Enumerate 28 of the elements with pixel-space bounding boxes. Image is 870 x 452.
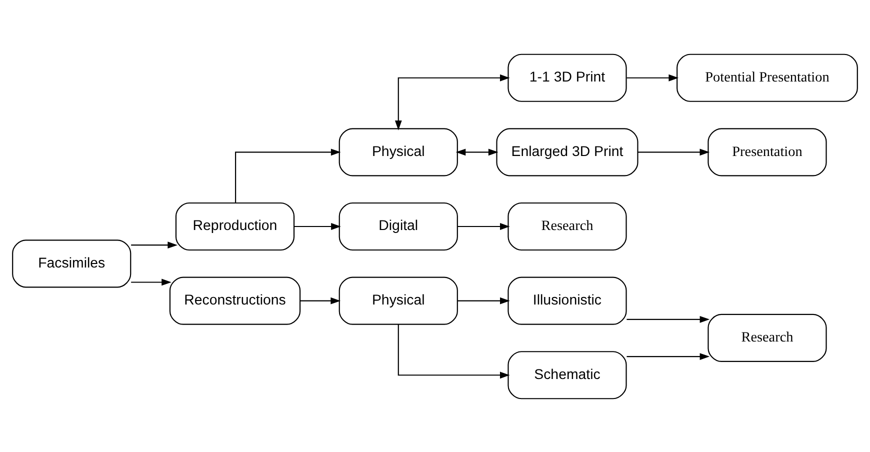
node-box: Digital [338,202,458,250]
arrow [457,296,510,304]
arrow [638,148,710,156]
node-box: Schematic [508,350,627,399]
node-box: 1-1 3D Print [508,53,627,102]
node-box: Reconstructions [169,276,301,324]
arrow [235,148,341,202]
arrow [456,148,498,156]
arrow [398,324,510,378]
node-box: Illusionistic [508,276,627,324]
node-box: Physical [338,128,458,176]
arrow [626,352,710,360]
node-box: Presentation [708,128,827,176]
arrow [294,222,341,230]
node-box: Research [508,202,627,250]
arrow [626,74,679,81]
arrow [457,222,510,230]
node-box: Research [708,313,827,362]
arrow [131,278,172,286]
node-box: Potential Presentation [676,53,858,102]
node-box: Facsimiles [12,239,132,288]
node-box: Enlarged 3D Print [496,128,638,176]
node-box: Physical [338,276,458,324]
arrow [626,315,710,322]
node-box: Reproduction [175,202,295,250]
arrow [394,74,510,130]
arrow [300,296,341,304]
arrow [131,241,178,248]
